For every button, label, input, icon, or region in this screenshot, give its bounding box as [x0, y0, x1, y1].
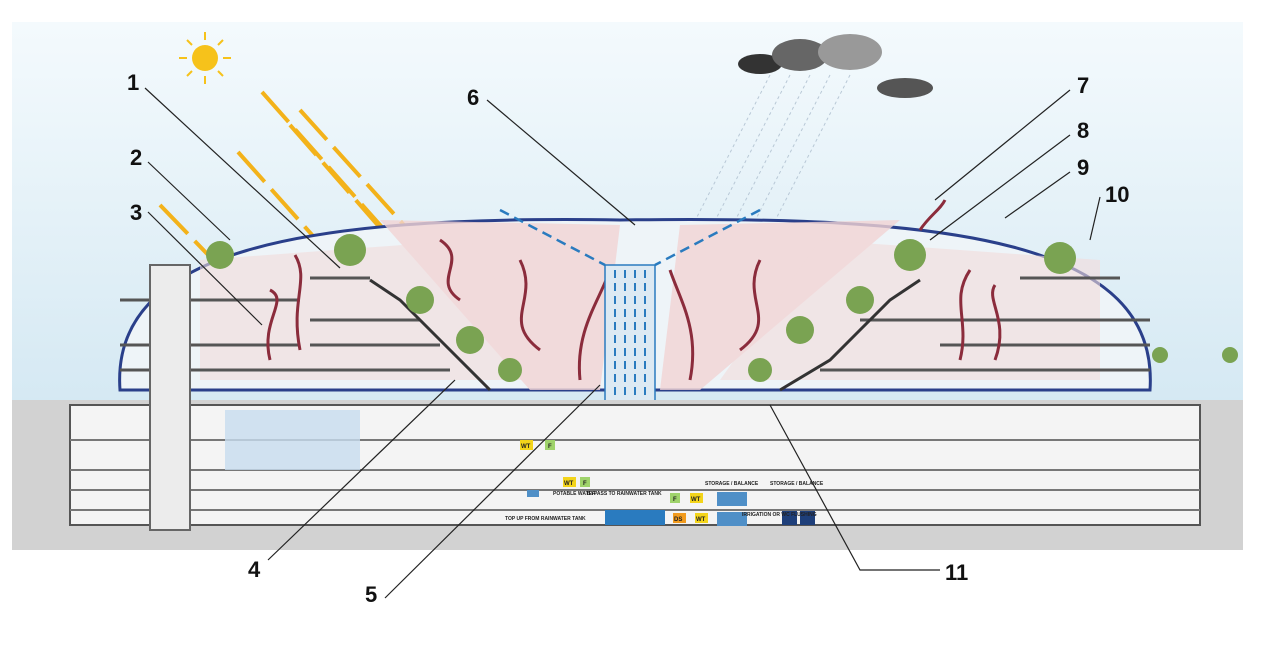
water-system: WT F WT F F WT DS WT POTABLE WATER BYPAS…	[505, 440, 824, 526]
callout-numbers: 1 2 3 4 5 6 7 8 9 10 11	[127, 70, 1129, 607]
callout-10: 10	[1105, 182, 1129, 207]
potable-arrow-icon	[527, 490, 539, 497]
callout-7: 7	[1077, 73, 1089, 98]
callout-3: 3	[130, 200, 142, 225]
potable-water-label: POTABLE WATER	[553, 491, 596, 497]
callout-6: 6	[467, 85, 479, 110]
irrigation-icon	[782, 511, 797, 525]
ds-tag: DS	[674, 517, 682, 523]
f-tag: F	[548, 444, 552, 450]
leader-lines	[144, 87, 1101, 599]
sun-icon	[179, 32, 231, 84]
storage-label-2: STORAGE / BALANCE	[770, 481, 824, 487]
callout-5: 5	[365, 582, 377, 607]
callout-9: 9	[1077, 155, 1089, 180]
bypass-label: BYPASS TO RAINWATER TANK	[587, 491, 662, 497]
irrigation-label: IRRIGATION OR WC FLUSHING	[742, 512, 817, 518]
svg-text:WT: WT	[564, 481, 574, 487]
core-tower	[149, 264, 191, 531]
wc-icon	[800, 511, 815, 525]
trees	[206, 234, 1238, 452]
callout-2: 2	[130, 145, 142, 170]
callout-8: 8	[1077, 118, 1089, 143]
storage-label-1: STORAGE / BALANCE	[705, 481, 759, 487]
rain-cloud-icon	[738, 34, 933, 98]
topup-label: TOP UP FROM RAINWATER TANK	[505, 516, 586, 522]
callout-4: 4	[248, 557, 261, 582]
svg-text:F: F	[583, 481, 587, 487]
left-terraces	[369, 278, 492, 392]
svg-text:F: F	[673, 497, 677, 503]
wt-tag: WT	[521, 444, 531, 450]
svg-text:WT: WT	[696, 517, 706, 523]
right-terraces	[779, 278, 921, 392]
svg-text:WT: WT	[691, 497, 701, 503]
callout-1: 1	[127, 70, 139, 95]
callout-11: 11	[945, 560, 968, 585]
airflow-arrows	[266, 199, 1002, 381]
